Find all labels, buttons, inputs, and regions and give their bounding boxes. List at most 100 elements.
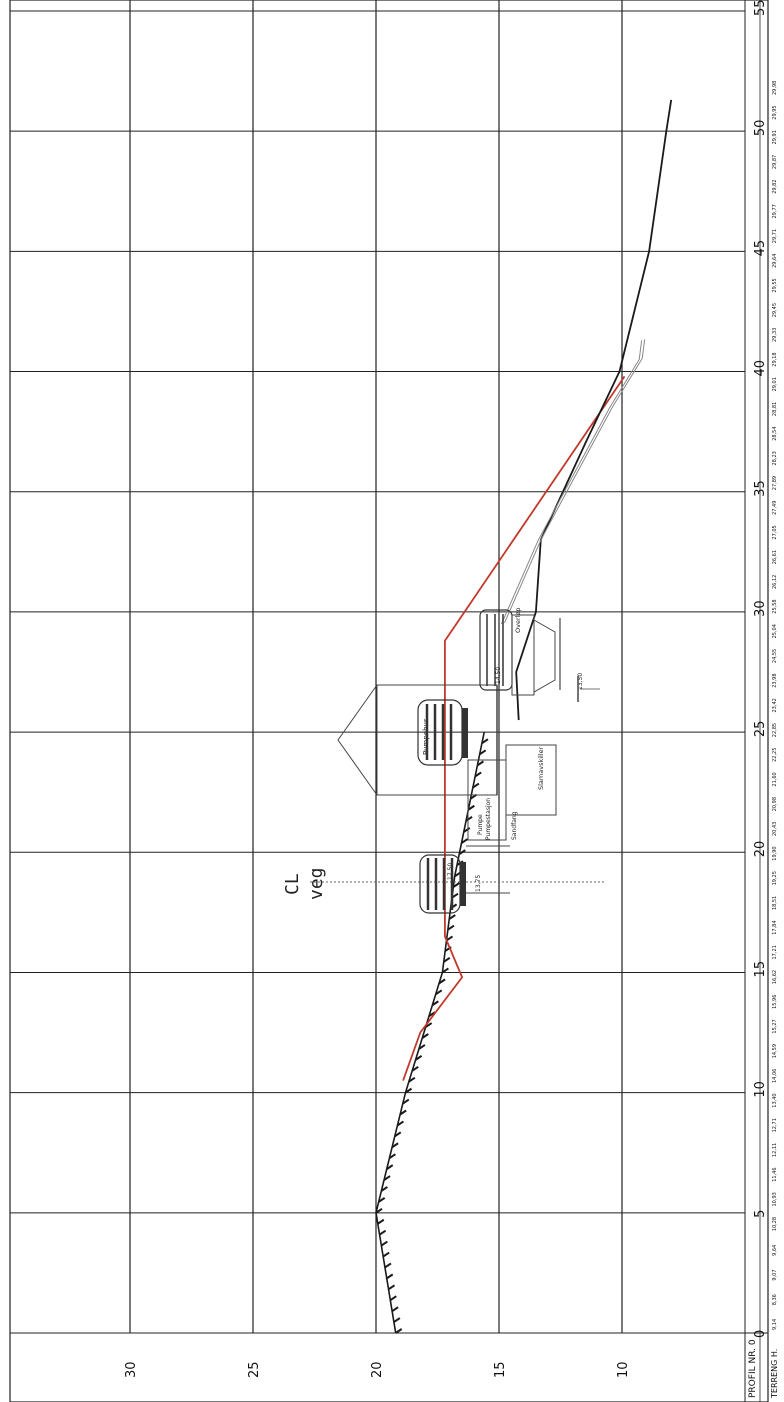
x-tick-label: 30 (753, 600, 768, 617)
overlop-label: Overløp (514, 607, 522, 633)
ground-hatch (421, 1033, 429, 1039)
ground-hatch (441, 967, 449, 974)
x-tick-label: 55 (753, 0, 768, 16)
ground-hatch (428, 1011, 436, 1017)
ground-hatch (465, 816, 473, 822)
terrain-value: 29,01 (772, 377, 778, 391)
terrain-value: 9,64 (772, 1245, 778, 1256)
x-tick-label: 35 (753, 480, 768, 497)
underground-structure: Overløp Slamavskiller Pumpestasjon Sandf… (447, 607, 600, 894)
ground-hatch (431, 1000, 439, 1007)
x-tick-label: 25 (753, 721, 768, 738)
terrain-value: 28,54 (772, 426, 778, 440)
ground-hatch (448, 914, 456, 920)
ground-hatch (452, 882, 460, 888)
terrain-value: 12,11 (772, 1143, 778, 1157)
series-line-terrain (515, 99, 673, 721)
profile-number-label: PROFIL NR. 0 (748, 1339, 758, 1398)
terrain-value: 29,95 (772, 105, 778, 119)
terrain-value: 29,82 (772, 179, 778, 193)
terrain-value: 10,28 (772, 1217, 778, 1231)
elevation-label-b: 13,75 (475, 875, 482, 892)
ground-hatch (386, 1273, 394, 1280)
ground-hatch (435, 989, 443, 996)
terrain-value: 22,25 (772, 748, 778, 762)
ground-hatch (415, 1055, 423, 1061)
ground-hatch (474, 771, 482, 778)
x-tick-label: 15 (753, 961, 768, 978)
ground-hatch (399, 1109, 407, 1116)
terrain-value: 29,45 (772, 303, 778, 317)
terrain-value: 25,04 (772, 624, 778, 638)
terrain-value: 29,91 (772, 130, 778, 144)
terrain-height-values: 9,148,369,079,6410,2810,9311,4612,1112,7… (772, 81, 778, 1330)
terrain-value: 17,84 (772, 920, 778, 934)
terrain-value: 29,71 (772, 229, 778, 243)
terrain-value: 27,05 (772, 525, 778, 539)
ground-hatch (387, 1284, 396, 1291)
y-tick-label: 20 (370, 1361, 385, 1378)
terrain-value: 21,60 (772, 772, 778, 786)
elevation-label-d: 13,50 (577, 673, 584, 690)
ground-hatch (379, 1229, 387, 1236)
terrain-value: 27,89 (772, 476, 778, 490)
y-tick-label: 30 (124, 1361, 139, 1378)
ground-hatch (394, 1131, 402, 1138)
terrain-value: 26,12 (772, 575, 778, 589)
grid-lines (10, 0, 745, 1334)
ground-hatch (396, 1120, 405, 1127)
ground-hatch (418, 1044, 426, 1050)
centerline-label-cl: CL (282, 873, 303, 895)
terrain-value: 27,49 (772, 501, 778, 515)
y-tick-label: 10 (616, 1361, 631, 1378)
ground-hatch (447, 924, 455, 931)
tank-left (419, 854, 466, 914)
ground-hatch (375, 1207, 383, 1214)
ground-hatch (402, 1098, 410, 1105)
terrain-value: 17,21 (772, 945, 778, 959)
ground-hatch (438, 978, 446, 985)
ground-hatch (391, 1142, 399, 1149)
terrain-value: 10,93 (772, 1192, 778, 1206)
ground-hatch (479, 749, 487, 756)
elevation-label-a: 17,50 (447, 863, 454, 880)
ground-hatch (404, 1087, 413, 1094)
ground-hatch (481, 738, 489, 745)
terrain-value: 20,98 (772, 797, 778, 811)
terrain-value: 29,98 (772, 81, 778, 95)
ground-hatch (384, 1262, 392, 1269)
terrain-value: 9,07 (772, 1269, 778, 1280)
series-line-pipe-b (504, 339, 646, 624)
ground-hatch (380, 1240, 388, 1247)
terrain-value: 28,23 (772, 451, 778, 465)
pumpestasjon-label: Pumpestasjon (485, 798, 492, 840)
ground-hatch (395, 1328, 403, 1334)
terrain-value: 25,58 (772, 599, 778, 613)
terrain-value: 29,64 (772, 254, 778, 268)
ground-hatch (411, 1065, 419, 1072)
terrain-value: 11,46 (772, 1167, 778, 1181)
terrain-height-label: TERRENG H. (770, 1349, 779, 1399)
sandfang-label: Sandfang (511, 811, 518, 840)
terrain-value: 8,36 (772, 1294, 778, 1305)
terrain-value: 24,55 (772, 649, 778, 663)
ground-hatch (389, 1295, 397, 1302)
terrain-value: 14,06 (772, 1069, 778, 1083)
ground-hatch (388, 1153, 396, 1160)
ground-hatch (460, 838, 469, 844)
centerline-label-veg: veg (306, 867, 327, 900)
terrain-value: 29,55 (772, 278, 778, 292)
tank-middle (417, 699, 468, 766)
x-tick-label: 0 (753, 1330, 768, 1338)
terrain-value: 19,90 (772, 846, 778, 860)
terrain-value: 15,27 (772, 1019, 778, 1033)
terrain-value: 16,62 (772, 970, 778, 984)
ground-hatch (380, 1186, 388, 1192)
terrain-value: 26,61 (772, 550, 778, 564)
terrain-value: 29,87 (772, 155, 778, 169)
ground-hatch (472, 782, 480, 789)
ground-hatch (467, 804, 475, 811)
terrain-value: 29,77 (772, 204, 778, 218)
